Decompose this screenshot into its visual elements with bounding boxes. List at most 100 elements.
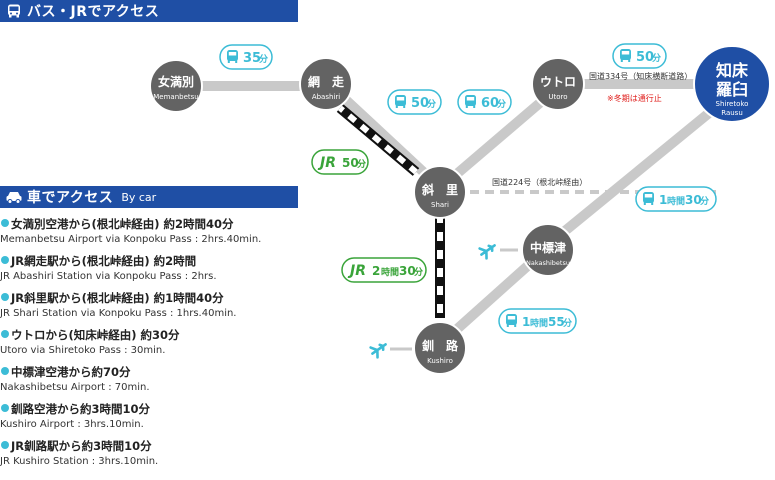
- station-nakashibetsu: 中標津 Nakashibetsu: [521, 223, 575, 277]
- badge-number: 50: [411, 96, 429, 111]
- route-jp-text: JR釧路駅から約3時間10分: [11, 439, 152, 453]
- bus-icon: [643, 192, 654, 205]
- list-item: 中標津空港から約70分 Nakashibetsu Airport : 70min…: [0, 364, 320, 395]
- list-item: 女満別空港から(根北峠経由) 約2時間40分 Memanbetsu Airpor…: [0, 216, 320, 247]
- badge-unit: 時間: [381, 266, 399, 278]
- route-en-text: JR Kushiro Station : 3hrs.10min.: [0, 456, 159, 467]
- rail-abashiri-shari-dash: [338, 105, 418, 175]
- route-jp-text: 女満別空港から(根北峠経由) 約2時間40分: [11, 217, 234, 231]
- station-name-jp: 女満別: [158, 74, 194, 89]
- jr-mark: JR: [347, 263, 366, 279]
- badge-shari-kushiro-jr: JR 2 時間 30 分: [341, 257, 427, 283]
- station-shiretoko-rausu: 知床 羅臼 Shiretoko Rausu: [693, 45, 771, 123]
- bus-icon: [465, 95, 476, 108]
- bus-icon: [620, 49, 631, 62]
- route-en-text: JR Shari Station via Konpoku Pass : 1hrs…: [0, 308, 237, 319]
- bus-icon: [395, 95, 406, 108]
- list-item: ウトロから(知床峠経由) 約30分 Utoro via Shiretoko Pa…: [0, 327, 320, 358]
- badge-kushiro-nakashibetsu: 1 時間 55 分: [498, 308, 577, 334]
- station-name-en: Nakashibetsu: [526, 259, 570, 267]
- road-shiretoko-nakashibetsu: [556, 100, 724, 239]
- bullet-icon: [1, 256, 9, 264]
- bus-icon: [227, 50, 238, 63]
- route-en-text: Kushiro Airport : 3hrs.10min.: [0, 419, 144, 430]
- list-item: JR斜里駅から(根北峠経由) 約1時間40分 JR Shari Station …: [0, 290, 320, 321]
- bus-access-header: バス・JRでアクセス: [0, 0, 298, 22]
- jr-railway: [336, 104, 445, 318]
- route334-label: 国道334号（知床横断道路）: [589, 71, 692, 81]
- list-item: JR釧路駅から約3時間10分 JR Kushiro Station : 3hrs…: [0, 438, 320, 469]
- route224-label: 国道224号（根北峠経由）: [492, 177, 587, 187]
- station-utoro: ウトロ Utoro: [531, 57, 585, 111]
- badge-unit: 分: [414, 266, 423, 278]
- bullet-icon: [1, 404, 9, 412]
- station-name-jp: 知床: [716, 61, 749, 80]
- list-item: 釧路空港から約3時間10分 Kushiro Airport : 3hrs.10m…: [0, 401, 320, 432]
- route-jp-text: JR斜里駅から(根北峠経由) 約1時間40分: [11, 291, 224, 305]
- road-nakashibetsu-kushiro: [452, 258, 536, 334]
- badge-utoro-shiretoko: 50 分: [612, 43, 667, 69]
- airplane-icon: [478, 244, 496, 260]
- station-name-en: Memanbetsu: [153, 93, 198, 101]
- list-item: JR網走駅から(根北峠経由) 約2時間 JR Abashiri Station …: [0, 253, 320, 284]
- badge-unit: 分: [563, 317, 572, 329]
- car-icon: [4, 186, 24, 208]
- station-name-en: Utoro: [548, 93, 567, 101]
- station-name-en: Rausu: [721, 109, 743, 117]
- badge-utoro-shari-bus: 60 分: [457, 89, 512, 115]
- station-name-jp: 斜 里: [421, 182, 458, 197]
- station-memanbetsu: 女満別 Memanbetsu: [149, 59, 203, 113]
- bus-icon: [506, 314, 517, 327]
- route-jp-text: 中標津空港から約70分: [11, 365, 131, 379]
- badge-abashiri-shari-bus: 50 分: [387, 89, 442, 115]
- badge-number: 60: [481, 96, 499, 111]
- route-jp-text: 釧路空港から約3時間10分: [11, 402, 151, 416]
- badge-number: 50: [342, 156, 359, 170]
- badge-memanbetsu-abashiri: 35 分: [219, 44, 273, 70]
- road-abashiri-shari: [342, 96, 436, 184]
- badge-unit: 分: [427, 98, 436, 110]
- badge-number: 1: [522, 315, 530, 329]
- station-name-jp: 網 走: [308, 74, 344, 89]
- route-jp-text: ウトロから(知床峠経由) 約30分: [11, 328, 180, 342]
- station-kushiro: 釧 路 Kushiro: [413, 321, 467, 375]
- car-access-header: 車でアクセス By car: [0, 186, 298, 208]
- badge-number: 1: [659, 193, 667, 207]
- route-en-text: JR Abashiri Station via Konpoku Pass : 2…: [0, 271, 217, 282]
- station-name-en: Kushiro: [427, 357, 453, 365]
- badge-number: 55: [548, 315, 565, 329]
- badge-number: 30: [685, 193, 702, 207]
- station-abashiri: 網 走 Abashiri: [299, 57, 353, 111]
- badge-number: 35: [243, 51, 261, 66]
- badge-unit: 分: [259, 53, 268, 65]
- badge-nakashibetsu-shiretoko: 1 時間 30 分: [635, 186, 717, 212]
- station-name-jp: 中標津: [530, 240, 566, 255]
- car-access-title: 車でアクセス: [27, 190, 114, 206]
- airplane-icon: [369, 343, 387, 359]
- station-name-en: Shiretoko: [716, 100, 749, 108]
- badge-unit: 時間: [530, 317, 548, 329]
- badge-unit: 分: [700, 195, 709, 207]
- bullet-icon: [1, 330, 9, 338]
- station-name-jp: 羅臼: [716, 80, 748, 99]
- bullet-icon: [1, 367, 9, 375]
- bullet-icon: [1, 219, 9, 227]
- bus-access-title: バス・JRでアクセス: [27, 4, 160, 20]
- badge-number: 30: [399, 264, 416, 278]
- badge-unit: 分: [497, 98, 506, 110]
- station-name-jp: ウトロ: [540, 75, 576, 89]
- bullet-icon: [1, 441, 9, 449]
- route-en-text: Memanbetsu Airport via Konpoku Pass : 2h…: [0, 234, 262, 245]
- station-name-jp: 釧 路: [421, 338, 459, 353]
- bullet-icon: [1, 293, 9, 301]
- route-en-text: Utoro via Shiretoko Pass : 30min.: [0, 345, 166, 356]
- badge-abashiri-shari-jr: JR 50 分: [311, 149, 369, 175]
- bus-icon: [4, 0, 24, 22]
- station-name-en: Abashiri: [312, 93, 340, 101]
- badge-unit: 分: [652, 52, 661, 64]
- road-utoro-shari: [448, 92, 552, 182]
- jr-mark: JR: [317, 155, 336, 171]
- station-name-en: Shari: [431, 201, 449, 209]
- badge-number: 2: [372, 264, 380, 278]
